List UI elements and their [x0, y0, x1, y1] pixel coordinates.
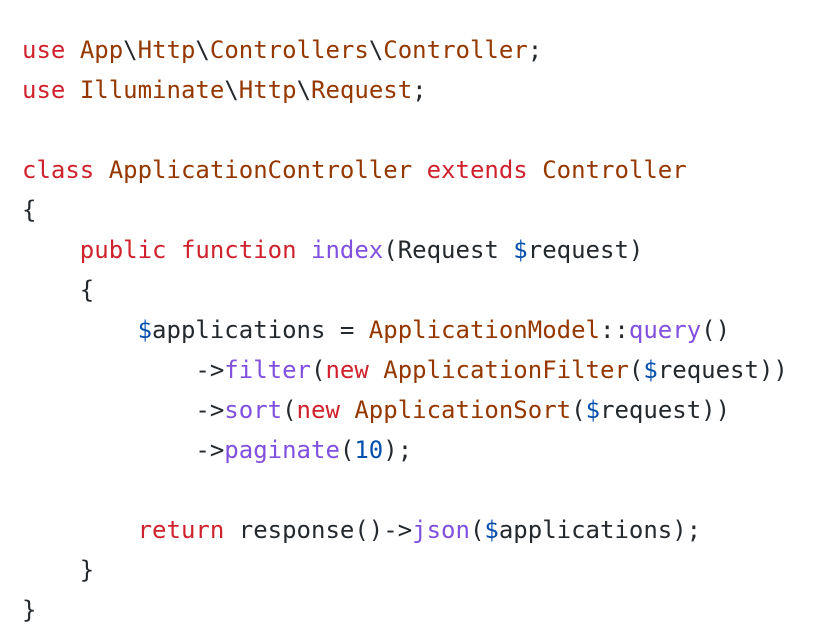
code-line: { [22, 190, 788, 230]
variable-sigil: $ [137, 316, 153, 344]
keyword: function [180, 236, 297, 264]
code-text: ; [412, 76, 427, 104]
code-text: ( [469, 516, 485, 544]
code-text: \ [224, 76, 239, 104]
class-name: Controllers [209, 36, 369, 64]
class-name: Illuminate [79, 76, 225, 104]
function-name: index [311, 236, 384, 264]
function-name: sort [224, 396, 283, 424]
keyword: return [137, 516, 225, 544]
code-line: ->filter(new ApplicationFilter($request)… [22, 350, 788, 390]
code-text: applications = [152, 316, 369, 344]
code-text: :: [599, 316, 629, 344]
variable-sigil: $ [484, 516, 499, 544]
class-name: Controller [542, 156, 687, 184]
class-name: Controller [383, 36, 528, 64]
code-line: ->sort(new ApplicationSort($request)) [22, 390, 788, 430]
code-block: use App\Http\Controllers\Controller;use … [22, 30, 788, 630]
code-text [65, 36, 79, 64]
code-line: public function index(Request $request) [22, 230, 788, 270]
code-text: -> [22, 396, 225, 424]
code-text: ( [311, 356, 326, 384]
code-text: -> [22, 436, 225, 464]
variable-sigil: $ [643, 356, 658, 384]
code-text: (Request [383, 236, 514, 264]
function-name: paginate [224, 436, 340, 464]
class-name: ApplicationFilter [383, 356, 629, 384]
code-text: \ [368, 36, 384, 64]
code-line: } [22, 550, 788, 590]
code-text [22, 516, 138, 544]
code-text: } [22, 556, 95, 584]
code-text: request)) [600, 396, 731, 424]
code-line: use App\Http\Controllers\Controller; [22, 30, 788, 70]
code-text: ( [571, 396, 586, 424]
code-line: $applications = ApplicationModel::query(… [22, 310, 788, 350]
code-text: } [22, 596, 37, 624]
code-text: ( [282, 396, 297, 424]
function-name: query [628, 316, 702, 344]
code-text: { [22, 276, 95, 304]
keyword: new [296, 396, 340, 424]
code-text [22, 316, 138, 344]
function-name: json [412, 516, 470, 544]
code-text [22, 236, 80, 264]
keyword: public [79, 236, 167, 264]
code-line: use Illuminate\Http\Request; [22, 70, 788, 110]
code-text [297, 236, 311, 264]
class-name: App [79, 36, 124, 64]
code-text: response()-> [224, 516, 413, 544]
code-line: } [22, 590, 788, 630]
code-text: ( [628, 356, 644, 384]
code-line [22, 110, 788, 150]
class-name: Request [311, 76, 413, 104]
code-text: { [22, 196, 37, 224]
code-text: request)) [657, 356, 788, 384]
code-text [369, 356, 383, 384]
code-line: class ApplicationController extends Cont… [22, 150, 788, 190]
code-line: return response()->json($applications); [22, 510, 788, 550]
keyword: use [22, 36, 66, 64]
keyword: use [22, 76, 66, 104]
code-text: \ [296, 76, 312, 104]
class-name: ApplicationModel [368, 316, 600, 344]
code-text [340, 396, 354, 424]
keyword: extends [426, 156, 528, 184]
function-name: filter [224, 356, 311, 384]
number-literal: 10 [354, 436, 384, 464]
variable-sigil: $ [513, 236, 528, 264]
class-name: Http [137, 36, 196, 64]
code-text [65, 76, 79, 104]
code-line [22, 470, 788, 510]
code-text: \ [195, 36, 210, 64]
code-text: ( [339, 436, 355, 464]
code-text [94, 156, 108, 184]
variable-sigil: $ [585, 396, 601, 424]
code-line: { [22, 270, 788, 310]
code-text [528, 156, 542, 184]
code-text: () [701, 316, 731, 344]
code-line: ->paginate(10); [22, 430, 788, 470]
class-name: ApplicationController [108, 156, 413, 184]
code-text: ; [527, 36, 543, 64]
code-text [167, 236, 181, 264]
code-text: -> [22, 356, 225, 384]
code-text: request) [527, 236, 644, 264]
code-text: ); [383, 436, 413, 464]
keyword: new [325, 356, 369, 384]
code-text [412, 156, 426, 184]
keyword: class [22, 156, 95, 184]
class-name: ApplicationSort [354, 396, 572, 424]
code-text: applications); [498, 516, 702, 544]
class-name: Http [238, 76, 297, 104]
code-text: \ [123, 36, 138, 64]
